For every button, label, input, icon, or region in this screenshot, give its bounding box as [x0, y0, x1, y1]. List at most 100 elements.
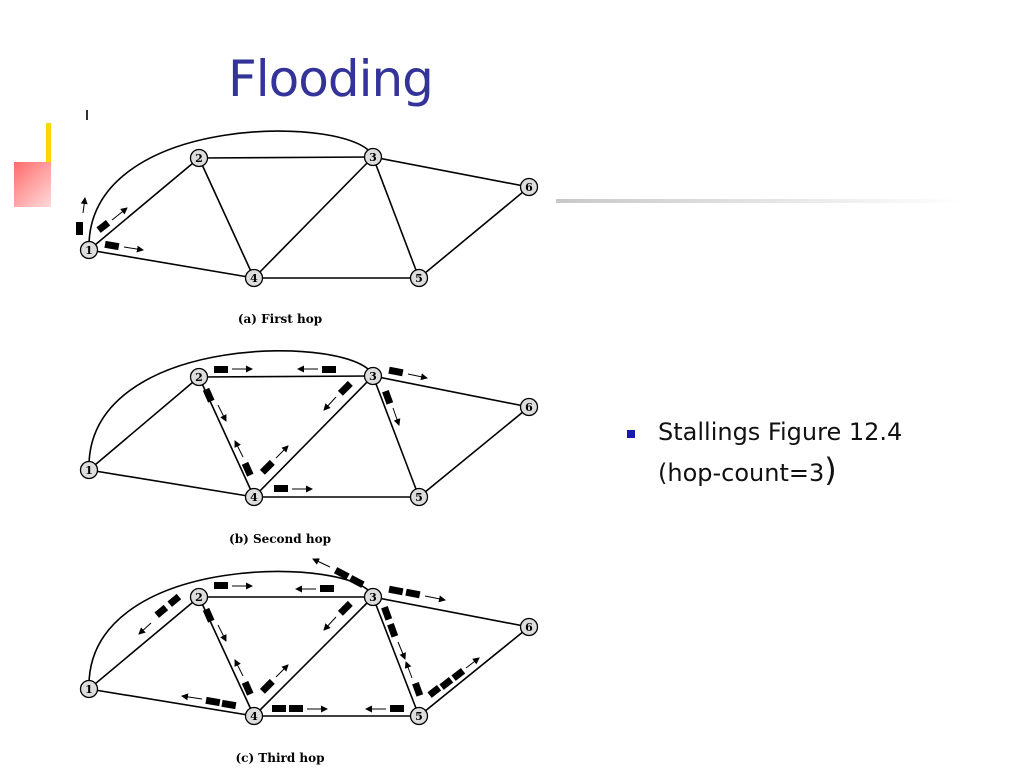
packet	[412, 681, 424, 697]
packet	[214, 582, 228, 589]
packet-arrow	[392, 407, 401, 426]
packet	[167, 593, 182, 607]
packet-arrow	[217, 624, 227, 642]
packet	[439, 676, 454, 690]
decorative-square	[14, 162, 51, 207]
packet	[289, 705, 303, 712]
packet	[241, 680, 254, 696]
svg-text:2: 2	[195, 371, 203, 384]
packet	[104, 240, 120, 251]
packet-arrow	[275, 445, 289, 459]
packet	[259, 459, 275, 475]
svg-text:1: 1	[85, 464, 93, 477]
packet	[333, 567, 350, 580]
node-5: 5	[409, 706, 429, 726]
edge-1-2	[88, 376, 200, 471]
svg-text:6: 6	[525, 181, 533, 194]
svg-text:4: 4	[250, 710, 258, 723]
node-3: 3	[363, 147, 383, 167]
packet	[214, 366, 228, 373]
caption-first-hop: (a) First hop	[238, 312, 322, 326]
packet-arrow	[407, 373, 428, 381]
bullet-text: Stallings Figure 12.4 (hop-count=3)	[658, 413, 958, 492]
node-4: 4	[244, 706, 264, 726]
bullet-square-icon	[627, 430, 635, 438]
packet	[320, 585, 334, 592]
packet	[451, 667, 466, 681]
packet-arrow	[424, 595, 446, 603]
packet	[322, 366, 336, 373]
node-1: 1	[79, 679, 99, 699]
node-3: 3	[363, 587, 383, 607]
nodes-first-hop: 1 2 3 4 5 6	[79, 147, 539, 288]
packet-arrow	[323, 616, 337, 631]
edge-1-2	[88, 157, 200, 251]
edge-1-4	[88, 249, 255, 279]
svg-text:3: 3	[369, 151, 377, 164]
packet	[274, 485, 288, 492]
packet-arrow	[181, 693, 203, 701]
svg-text:5: 5	[415, 710, 423, 723]
bullet-text-paren: )	[824, 451, 837, 489]
packet	[337, 600, 353, 616]
packet	[390, 705, 404, 712]
packet-arrow	[323, 396, 337, 411]
packet-arrow	[404, 661, 413, 679]
edge-3-4	[253, 375, 374, 498]
packet	[382, 389, 394, 405]
edge-2-3	[198, 375, 374, 378]
packet	[427, 684, 442, 698]
nodes-second-hop: 1 2 3 4 5 6	[79, 366, 539, 507]
packet	[259, 678, 275, 694]
edge-1-3	[88, 349, 374, 471]
edge-3-5	[372, 596, 420, 717]
svg-text:5: 5	[415, 272, 423, 285]
edge-1-4	[88, 688, 255, 717]
edge-1-2	[88, 596, 200, 690]
edge-2-3	[198, 156, 374, 159]
edge-5-6	[418, 186, 530, 279]
packets-third-hop	[138, 558, 480, 713]
svg-text:1: 1	[85, 683, 93, 696]
packet	[202, 387, 215, 403]
packet-arrow	[275, 664, 289, 678]
packet	[387, 622, 399, 638]
edge-3-5	[372, 375, 420, 498]
edge-3-5	[372, 156, 420, 279]
edge-1-4	[88, 469, 255, 498]
packet-arrow	[217, 404, 227, 422]
svg-text:3: 3	[369, 591, 377, 604]
packet	[202, 607, 215, 623]
packet	[76, 222, 83, 235]
node-4: 4	[244, 268, 264, 288]
packets-first-hop	[76, 197, 144, 253]
node-6: 6	[519, 617, 539, 637]
packet-arrow	[234, 440, 244, 458]
packet	[96, 219, 111, 233]
packet	[241, 461, 254, 477]
edge-3-4	[253, 156, 374, 279]
edge-2-4	[198, 157, 255, 279]
decorative-divider	[556, 199, 966, 203]
packet	[405, 588, 421, 599]
packet-arrow	[397, 641, 406, 660]
svg-text:3: 3	[369, 370, 377, 383]
svg-text:1: 1	[85, 244, 93, 257]
svg-text:6: 6	[525, 621, 533, 634]
panel-second-hop	[88, 349, 530, 498]
packet	[154, 604, 169, 618]
decorative-tick	[86, 110, 88, 120]
svg-text:2: 2	[195, 591, 203, 604]
svg-text:4: 4	[250, 491, 258, 504]
packet	[337, 380, 353, 396]
node-2: 2	[189, 148, 209, 168]
caption-second-hop: (b) Second hop	[229, 532, 331, 546]
edge-3-4	[253, 596, 374, 717]
node-1: 1	[79, 240, 99, 260]
edge-3-6	[372, 596, 530, 628]
edge-3-6	[372, 156, 530, 188]
packet	[221, 699, 237, 710]
svg-text:2: 2	[195, 152, 203, 165]
panel-third-hop	[88, 570, 530, 717]
